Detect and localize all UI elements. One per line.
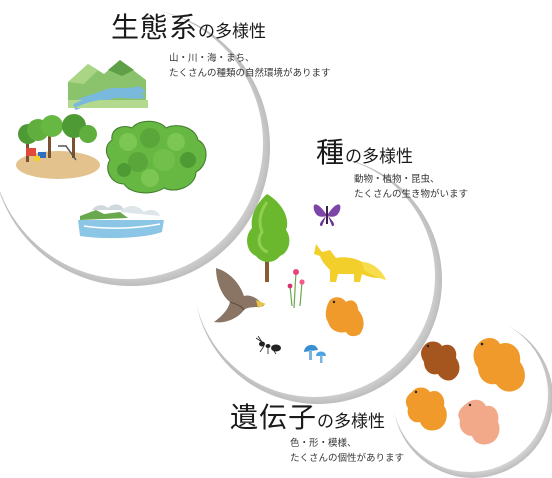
mountain-river-icon <box>68 60 148 110</box>
tree-icon <box>247 194 290 282</box>
species-title: 種の多様性 <box>316 131 413 171</box>
ecosystem-title-suffix: の多様性 <box>198 22 267 42</box>
species-title-suffix: の多様性 <box>345 147 414 167</box>
species-desc-line1: 動物・植物・昆虫、 <box>354 174 440 185</box>
ecosystem-title: 生態系の多様性 <box>111 6 266 46</box>
genetic-title: 遺伝子の多様性 <box>230 396 385 436</box>
ant-icon <box>255 335 281 355</box>
genetic-title-main: 遺伝子 <box>230 401 318 434</box>
ecosystem-desc-line2: たくさんの種類の自然環境があります <box>169 68 331 79</box>
species-description: 動物・植物・昆虫、 たくさんの生き物がいます <box>354 172 468 202</box>
genetic-desc-line2: たくさんの個性があります <box>290 453 405 464</box>
genetic-desc-line1: 色・形・模様、 <box>290 438 357 449</box>
butterfly-icon <box>313 204 341 226</box>
eagle-icon <box>214 268 266 323</box>
squirrel-icon <box>473 338 525 392</box>
squirrel-icon <box>458 399 500 445</box>
forest-icon <box>105 120 207 194</box>
ecosystem-description: 山・川・海・まち、 たくさんの種類の自然環境があります <box>169 51 331 81</box>
playground-icon <box>16 114 100 179</box>
genetic-description: 色・形・模様、 たくさんの個性があります <box>290 436 404 466</box>
mushroom-icon <box>304 344 326 363</box>
species-desc-line2: たくさんの生き物がいます <box>354 189 469 200</box>
seaside-icon <box>78 204 164 239</box>
species-title-main: 種 <box>316 136 346 169</box>
ecosystem-title-main: 生態系 <box>111 11 199 44</box>
ecosystem-desc-line1: 山・川・海・まち、 <box>169 53 255 64</box>
squirrel-icon <box>405 387 447 431</box>
squirrel-icon <box>325 297 364 337</box>
fox-icon <box>314 244 386 282</box>
squirrel-icon <box>421 341 460 381</box>
flower-icon <box>287 269 305 309</box>
genetic-title-suffix: の多様性 <box>317 412 386 432</box>
